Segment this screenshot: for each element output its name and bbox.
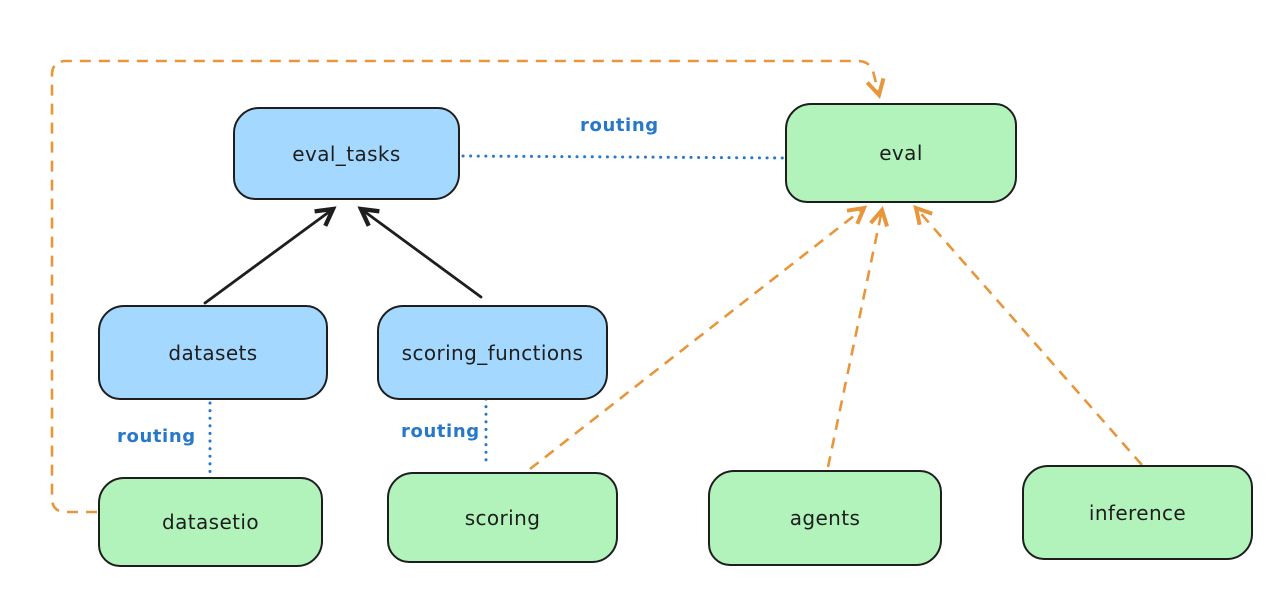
node-agents: agents <box>708 470 942 566</box>
node-inference: inference <box>1022 465 1253 560</box>
node-agents-label: agents <box>789 506 861 530</box>
routing-label-scoring-functions-scoring: routing <box>401 421 480 442</box>
node-datasetio-label: datasetio <box>161 510 259 534</box>
edge-agents-to-eval <box>826 205 890 468</box>
node-inference-label: inference <box>1088 500 1187 525</box>
node-scoring-label: scoring <box>464 505 541 530</box>
edge-eval-tasks-to-eval-routing <box>461 154 788 160</box>
edge-scoring-to-eval <box>529 205 868 471</box>
node-datasets: datasets <box>98 305 328 400</box>
edge-datasets-to-eval-tasks <box>203 206 337 305</box>
node-datasets-label: datasets <box>168 340 258 365</box>
routing-label-datasets-datasetio: routing <box>117 426 196 447</box>
edge-datasetio-to-eval <box>50 59 886 514</box>
node-eval-label: eval <box>879 141 923 165</box>
node-scoring-functions: scoring_functions <box>377 305 608 400</box>
edge-inference-to-eval <box>913 204 1143 466</box>
node-eval: eval <box>785 103 1017 203</box>
edge-scoring-functions-to-eval-tasks <box>357 206 483 299</box>
node-scoring: scoring <box>387 472 618 563</box>
node-eval-tasks: eval_tasks <box>233 107 460 200</box>
node-eval-tasks-label: eval_tasks <box>292 141 401 166</box>
node-scoring-functions-label: scoring_functions <box>401 340 584 365</box>
routing-label-eval-tasks-eval: routing <box>580 115 659 136</box>
node-datasetio: datasetio <box>98 477 323 567</box>
